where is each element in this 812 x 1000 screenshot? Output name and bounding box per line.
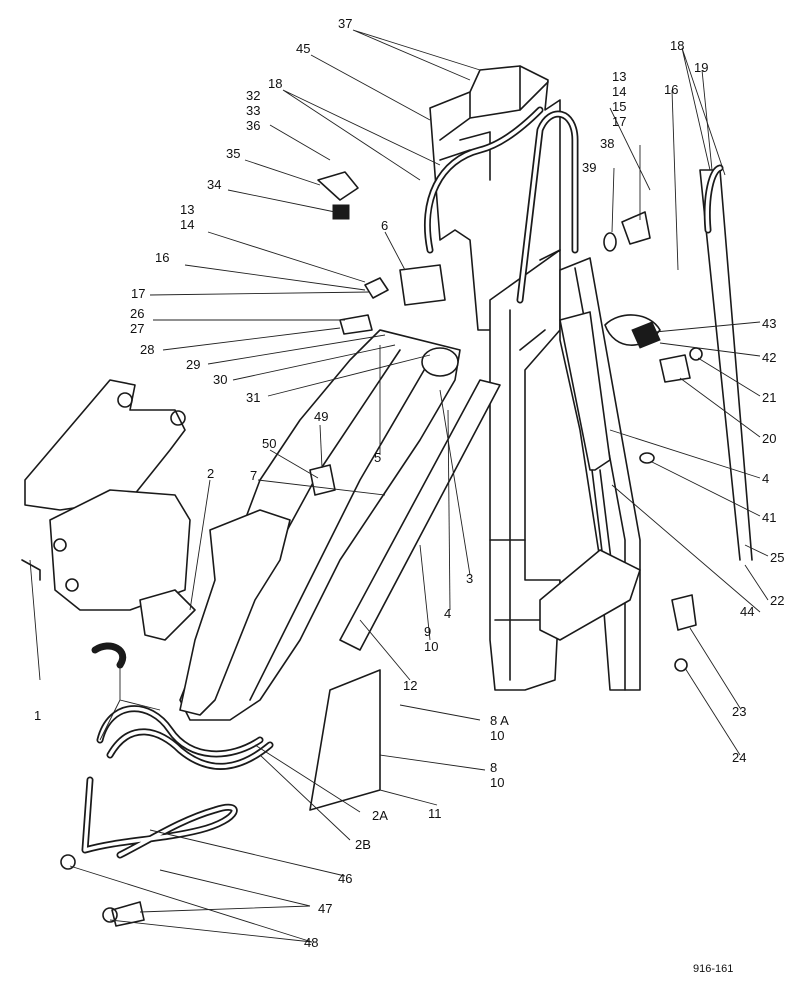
callout-7: 7 bbox=[250, 468, 257, 483]
boom-column-edges bbox=[489, 309, 546, 681]
callout-50: 50 bbox=[262, 436, 276, 451]
callout-32-33-36: 32 33 36 bbox=[246, 88, 264, 133]
pin-1 bbox=[21, 559, 41, 581]
callout-24: 24 bbox=[732, 750, 746, 765]
hose-bundle-top bbox=[91, 642, 126, 669]
callout-1: 1 bbox=[34, 708, 41, 723]
callout-8-10: 8 10 bbox=[490, 760, 504, 790]
callout-38: 38 bbox=[600, 136, 614, 151]
boom-assembly bbox=[179, 65, 753, 721]
callout-21: 21 bbox=[762, 390, 776, 405]
bracket-23 bbox=[671, 594, 697, 631]
callout-47: 47 bbox=[318, 901, 332, 916]
callout-2B: 2B bbox=[355, 837, 371, 852]
callout-35: 35 bbox=[226, 146, 240, 161]
callout-8A-10: 8 A 10 bbox=[490, 713, 512, 743]
drawing-reference-number: 916-161 bbox=[693, 963, 733, 975]
fitting-38 bbox=[621, 211, 651, 245]
callout-43: 43 bbox=[762, 316, 776, 331]
block-43 bbox=[631, 321, 661, 349]
callout-48: 48 bbox=[304, 935, 318, 950]
leader-lines bbox=[29, 29, 769, 943]
callout-4-right: 4 bbox=[762, 471, 769, 486]
callout-13-14-left: 13 14 bbox=[180, 202, 198, 232]
small-parts bbox=[21, 171, 703, 927]
callout-29: 29 bbox=[186, 357, 200, 372]
callout-17-left: 17 bbox=[131, 286, 145, 301]
callout-2: 2 bbox=[207, 466, 214, 481]
callout-6: 6 bbox=[381, 218, 388, 233]
callout-45: 45 bbox=[296, 41, 310, 56]
callout-46: 46 bbox=[338, 871, 352, 886]
callout-37: 37 bbox=[338, 16, 352, 31]
callout-16-left: 16 bbox=[155, 250, 169, 265]
washer-21 bbox=[689, 347, 703, 361]
callout-34: 34 bbox=[207, 177, 221, 192]
callout-28: 28 bbox=[140, 342, 154, 357]
callout-44: 44 bbox=[740, 604, 754, 619]
callout-25: 25 bbox=[770, 550, 784, 565]
oring-48b bbox=[60, 854, 76, 870]
callout-12: 12 bbox=[403, 678, 417, 693]
clip-2 bbox=[139, 589, 196, 641]
swing-post-bracket bbox=[179, 509, 291, 716]
callout-4-center: 4 bbox=[444, 606, 451, 621]
bucket-link bbox=[539, 549, 641, 641]
plate-11 bbox=[309, 669, 381, 811]
callout-30: 30 bbox=[213, 372, 227, 387]
callout-26-27: 26 27 bbox=[130, 306, 148, 336]
callout-5: 5 bbox=[374, 450, 381, 465]
mount-plate bbox=[49, 489, 191, 611]
callout-49: 49 bbox=[314, 409, 328, 424]
boom-upper-detail bbox=[439, 65, 549, 181]
rail-9 bbox=[339, 379, 501, 651]
oring-39 bbox=[603, 232, 617, 252]
mount-bracket bbox=[24, 379, 186, 511]
callout-16-right: 16 bbox=[664, 82, 678, 97]
washer-24 bbox=[674, 658, 688, 672]
callout-19: 19 bbox=[694, 60, 708, 75]
callout-labels: 37 45 18 32 33 36 35 34 13 14 6 16 17 26… bbox=[34, 16, 784, 950]
callout-39: 39 bbox=[582, 160, 596, 175]
fitting-16 bbox=[364, 277, 389, 299]
callout-41: 41 bbox=[762, 510, 776, 525]
cover-35 bbox=[317, 171, 359, 201]
callout-2A: 2A bbox=[372, 808, 388, 823]
hose-lines bbox=[81, 106, 724, 859]
valve-block-6 bbox=[399, 264, 446, 306]
callout-18-right: 18 bbox=[670, 38, 684, 53]
callout-13-14-15-17: 13 14 15 17 bbox=[612, 69, 630, 129]
block-34 bbox=[332, 204, 350, 220]
oring-48 bbox=[102, 907, 118, 923]
callout-20: 20 bbox=[762, 431, 776, 446]
callout-22: 22 bbox=[770, 593, 784, 608]
callout-23: 23 bbox=[732, 704, 746, 719]
clip-49 bbox=[309, 464, 336, 496]
callout-9-10: 9 10 bbox=[424, 624, 438, 654]
oring-41 bbox=[639, 452, 655, 464]
spring-28 bbox=[339, 314, 373, 335]
callout-11: 11 bbox=[428, 806, 442, 821]
callout-3: 3 bbox=[466, 571, 473, 586]
callout-42: 42 bbox=[762, 350, 776, 365]
hydraulic-cylinder bbox=[559, 311, 611, 471]
arm-pivot-boss bbox=[421, 347, 459, 377]
hub-20 bbox=[659, 354, 691, 383]
callout-18-top: 18 bbox=[268, 76, 282, 91]
callout-31: 31 bbox=[246, 390, 260, 405]
